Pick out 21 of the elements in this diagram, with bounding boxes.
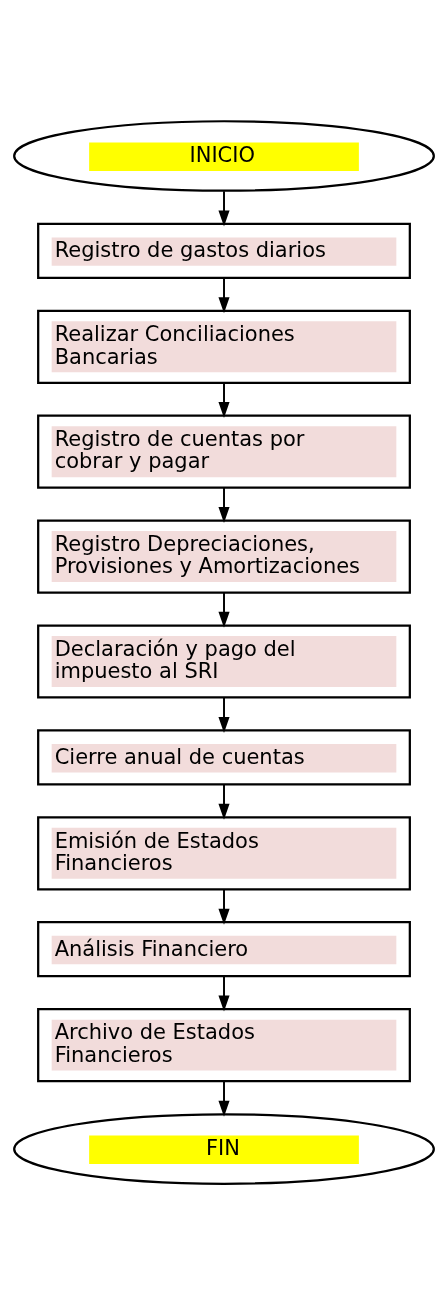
arrow	[218, 888, 230, 925]
node-box: Emisión de Estados Financieros	[37, 816, 411, 891]
arrow	[218, 696, 230, 733]
node-box: Registro Depreciaciones, Provisiones y Amortizaciones	[37, 519, 411, 594]
node-box: Análisis Financiero	[37, 921, 411, 978]
node-ellipse: FIN	[13, 1113, 435, 1185]
node-box: Archivo de Estados Financieros	[37, 1008, 411, 1083]
node-box: Realizar Conciliaciones Bancarias	[37, 309, 411, 384]
arrow	[218, 381, 230, 418]
arrow	[218, 277, 230, 314]
arrow	[218, 1080, 230, 1117]
arrow	[218, 486, 230, 523]
node-ellipse: INICIO	[13, 120, 435, 192]
node-box: Cierre anual de cuentas	[37, 729, 411, 786]
arrow	[218, 591, 230, 628]
node-box: Registro de gastos diarios	[37, 222, 411, 279]
arrow	[218, 190, 230, 227]
node-box: Registro de cuentas por cobrar y pagar	[37, 414, 411, 489]
arrow	[218, 975, 230, 1012]
node-box: Declaración y pago del impuesto al SRI	[37, 624, 411, 699]
arrow	[218, 783, 230, 820]
